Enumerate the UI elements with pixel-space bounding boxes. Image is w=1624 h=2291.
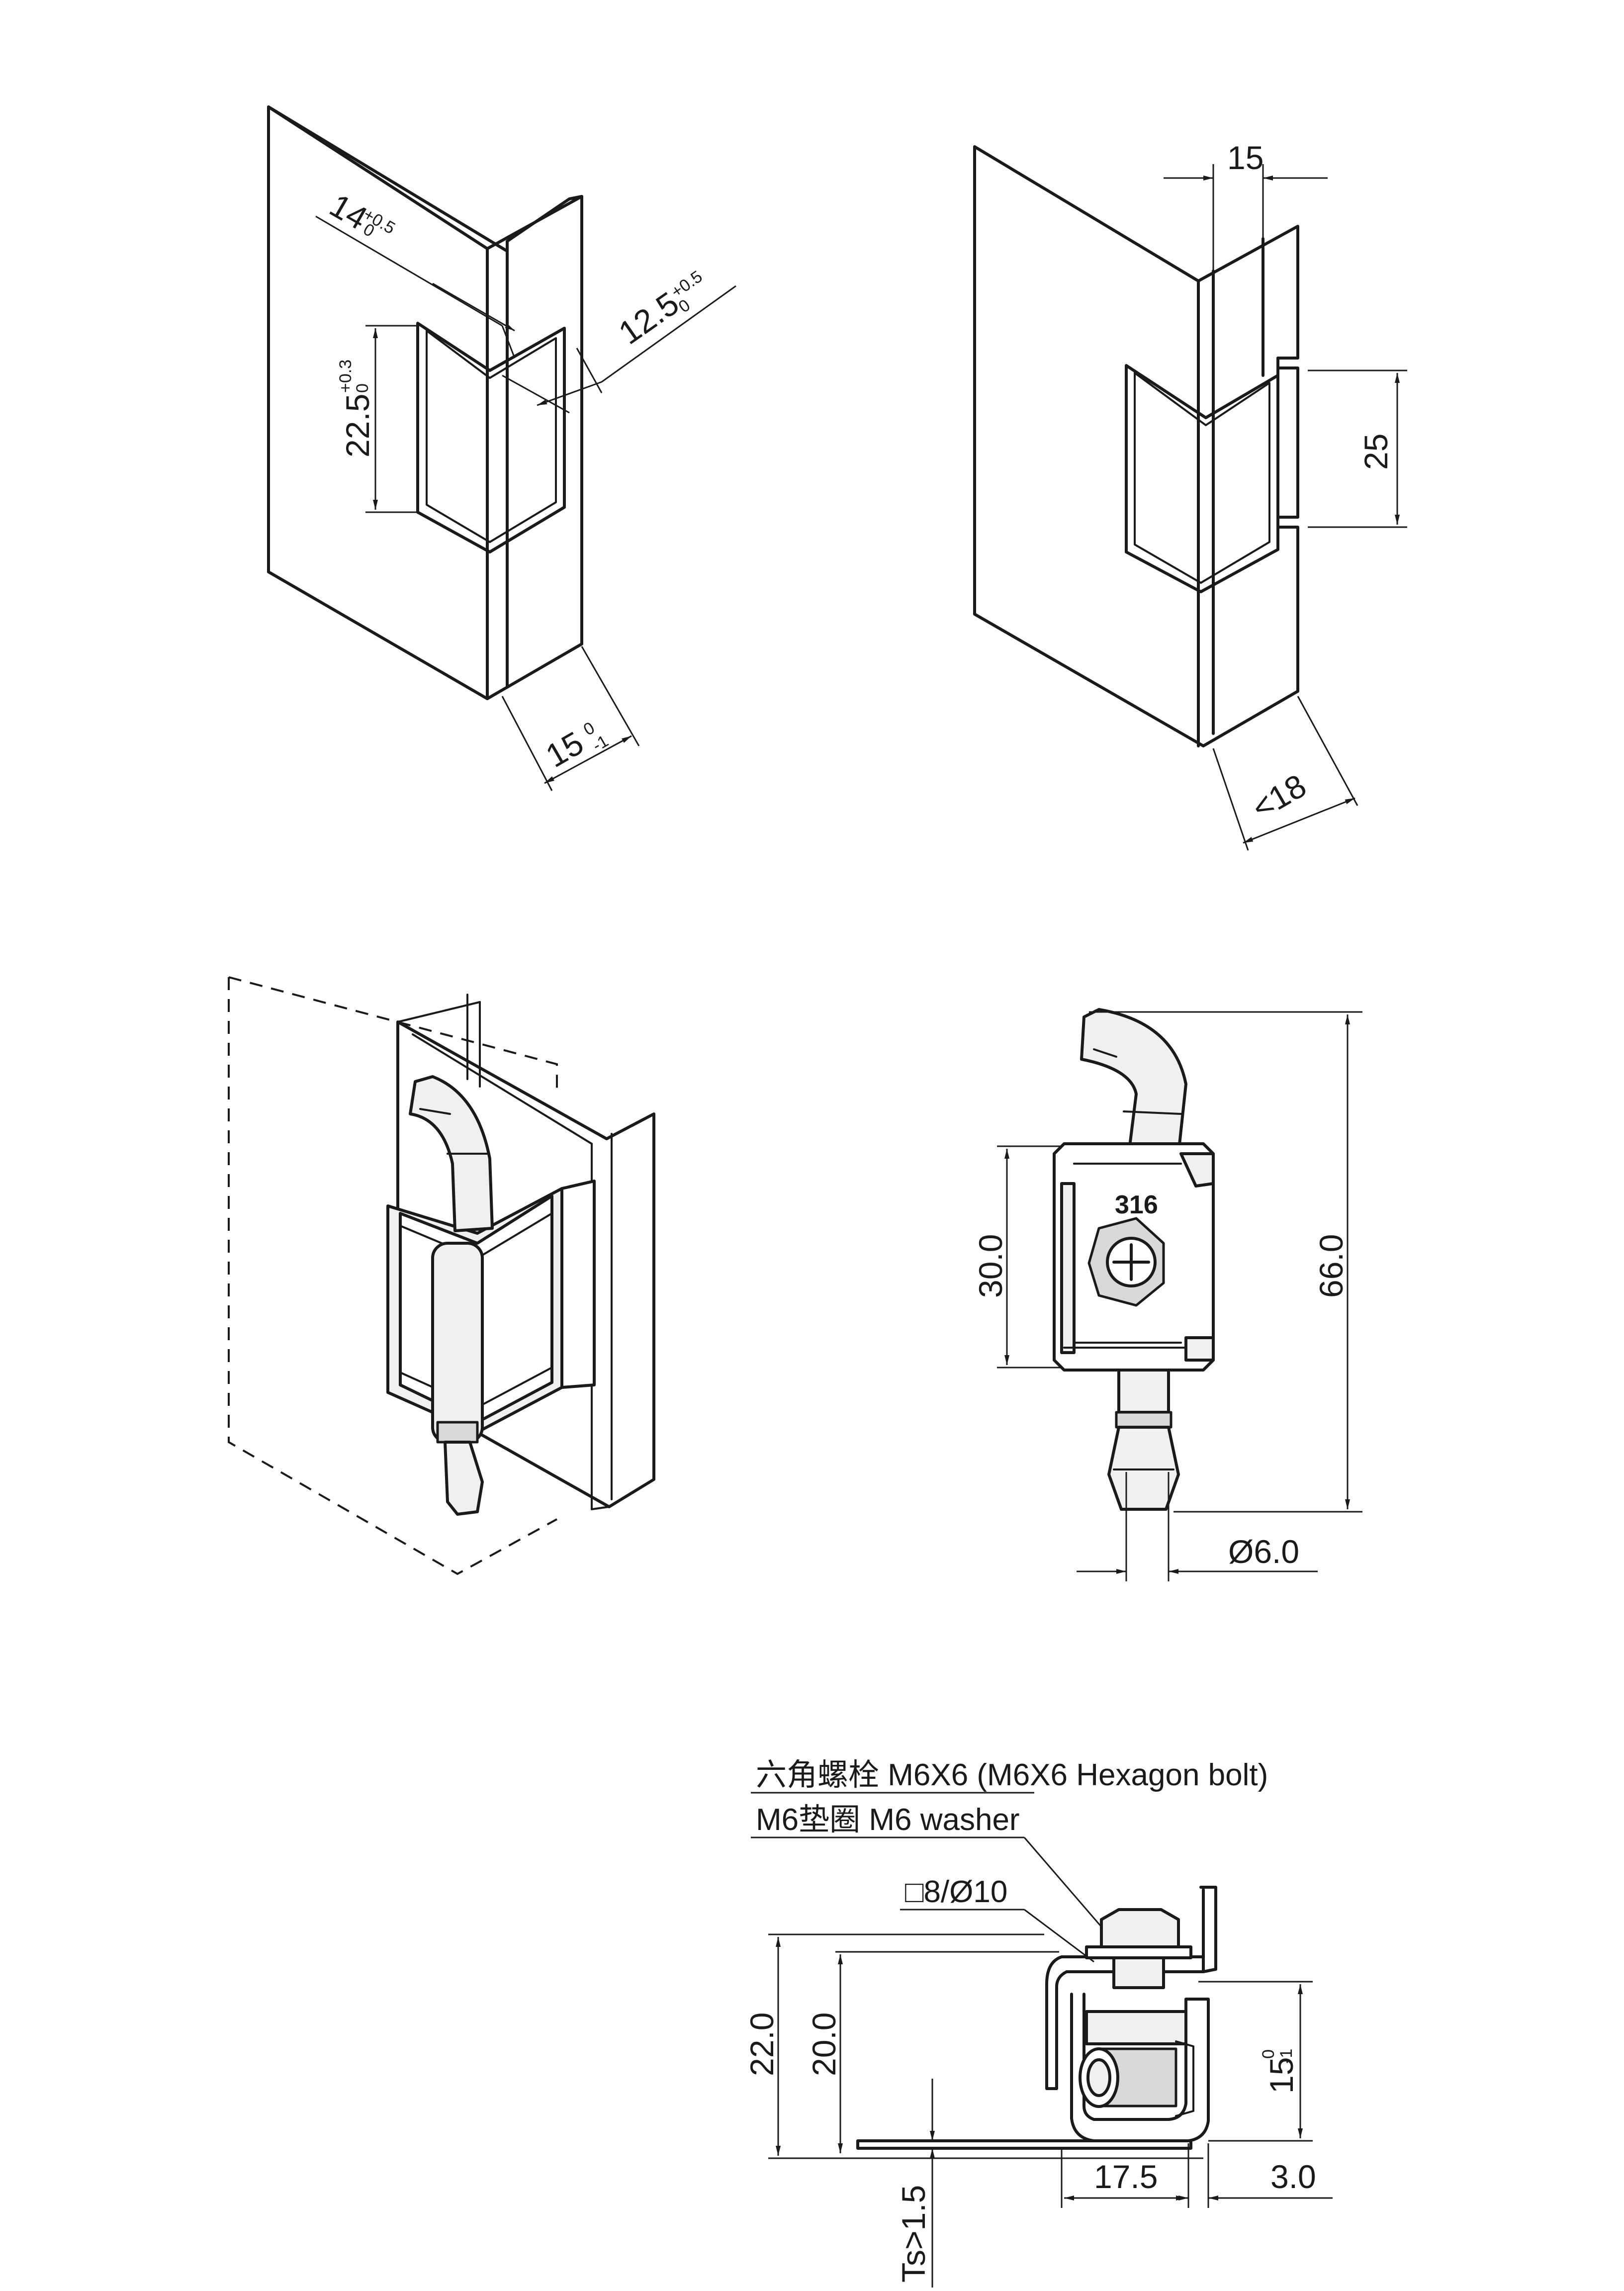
dim-30: 30.0 [972, 1145, 1062, 1369]
dim-22: 22.0 [743, 1933, 1203, 2159]
dim-15-top-value: 15 [1227, 139, 1263, 176]
dim-15-section: 15 0 -1 [1198, 1981, 1313, 2142]
view-front: 316 30.0 66.0 Ø6.0 [972, 1008, 1362, 1581]
dim-25: 25 [1308, 369, 1407, 528]
dim-ts-value: Ts>1.5 [895, 2185, 932, 2283]
dim-15-section-tol-lower: -1 [1277, 2049, 1296, 2064]
dim-lt18-value: <18 [1246, 767, 1312, 826]
view-notch-dimensions: 15 25 <18 [973, 139, 1407, 851]
dim-12-5-tol-upper: +0.5 [668, 267, 706, 302]
dim-22-5-tol-lower: 0 [353, 383, 372, 393]
hex-bolt-icon [1100, 1908, 1180, 1948]
dim-66-value: 66.0 [1313, 1234, 1350, 1298]
view-isometric-assembly [228, 976, 655, 1575]
dim-15-value: 15 [540, 724, 590, 774]
dim-22-5: 22.5 +0.3 0 [336, 325, 418, 513]
label-washer: M6垫圈 M6 washer [756, 1803, 1020, 1837]
dim-30-value: 30.0 [972, 1234, 1009, 1298]
dim-66: 66.0 [1089, 1011, 1362, 1513]
dim-14: 14 +0.5 0 [315, 186, 516, 359]
dim-15: 15 0 -1 [501, 646, 640, 791]
label-hexagon-bolt: 六角螺栓 M6X6 (M6X6 Hexagon bolt) [756, 1758, 1268, 1792]
hinge-section [1070, 1993, 1210, 2142]
pin-tip [444, 1441, 484, 1516]
label-hole-size: □8/Ø10 [905, 1875, 1007, 1909]
dim-lt18: <18 [1212, 696, 1358, 851]
spring-pin [1080, 1008, 1187, 1155]
dim-dia6-value: Ø6.0 [1228, 1533, 1299, 1570]
door-panel [856, 2139, 1192, 2150]
frame-profile [1199, 1886, 1217, 1973]
door-panel-dashed [228, 976, 558, 1575]
panel-outline [973, 145, 1299, 747]
dim-25-value: 25 [1357, 434, 1394, 470]
dim-15-section-tol-upper: 0 [1259, 2049, 1278, 2059]
dim-3: 3.0 [1154, 2143, 1333, 2208]
view-section-installation: 六角螺栓 M6X6 (M6X6 Hexagon bolt) M6垫圈 M6 wa… [743, 1758, 1333, 2288]
view-cutout-dimensions: 14 +0.5 0 12.5 +0.5 0 22.5 +0.3 0 [267, 105, 736, 791]
material-marking: 316 [1115, 1191, 1158, 1219]
dim-20-value: 20.0 [806, 2013, 842, 2076]
dim-ts: Ts>1.5 [895, 2079, 935, 2288]
panel-outline [267, 105, 583, 700]
dim-20: 20.0 [806, 1951, 1059, 2153]
dim-15-section-value: 15 [1263, 2057, 1300, 2094]
dim-22-5-value: 22.5 [339, 394, 376, 458]
dim-3-value: 3.0 [1270, 2158, 1316, 2195]
dim-15-top: 15 [1164, 139, 1328, 271]
hinge-pin [431, 1242, 484, 1444]
dim-12-5: 12.5 +0.5 0 [502, 267, 736, 414]
dim-22-value: 22.0 [743, 2013, 780, 2076]
dim-dia6: Ø6.0 [1077, 1472, 1318, 1581]
dim-22-5-tol-upper: +0.3 [336, 360, 355, 393]
dim-17-5-value: 17.5 [1094, 2158, 1158, 2195]
